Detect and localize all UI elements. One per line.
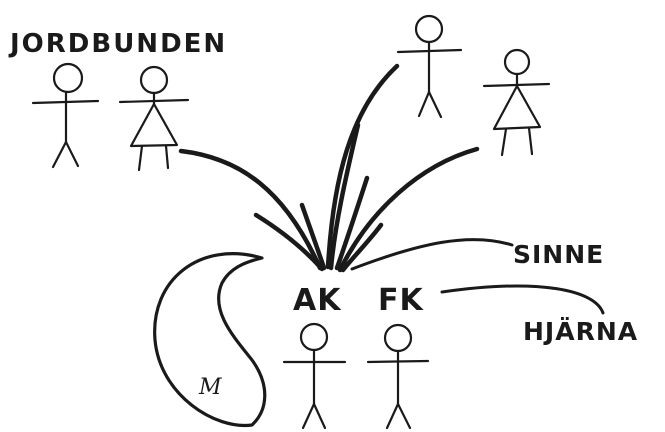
stick-figure-ak: [282, 322, 347, 430]
stroke-from-top-right-male: [325, 63, 400, 270]
label-m: M: [198, 375, 222, 400]
stick-figure-fk: [366, 323, 430, 430]
label-hjarna: HJÄRNA: [523, 316, 638, 346]
label-sinne: SINNE: [513, 240, 604, 269]
stroke-from-top-right-female: [337, 146, 480, 273]
stick-figure-top-right-male: [396, 14, 463, 119]
m-shape: [153, 252, 267, 428]
stick-figure-top-left-male: [31, 62, 100, 169]
stroke-left-mid: [299, 202, 327, 271]
converging-strokes: [178, 63, 480, 273]
stick-figure-top-left-female: [118, 65, 190, 172]
stroke-left-short: [253, 212, 325, 272]
label-jordbunden: JORDBUNDEN: [8, 29, 227, 59]
label-ak: AK: [293, 283, 342, 318]
m-shape-outline: [153, 252, 267, 428]
label-fk: FK: [378, 283, 424, 318]
stick-figure-top-right-female: [482, 48, 551, 157]
curve-hjarna: [440, 284, 605, 315]
stroke-right-short: [340, 222, 384, 273]
stroke-from-left-female: [178, 148, 323, 271]
stroke-center-right: [334, 175, 370, 271]
curve-sinne: [350, 238, 514, 271]
stroke-center: [328, 122, 361, 271]
